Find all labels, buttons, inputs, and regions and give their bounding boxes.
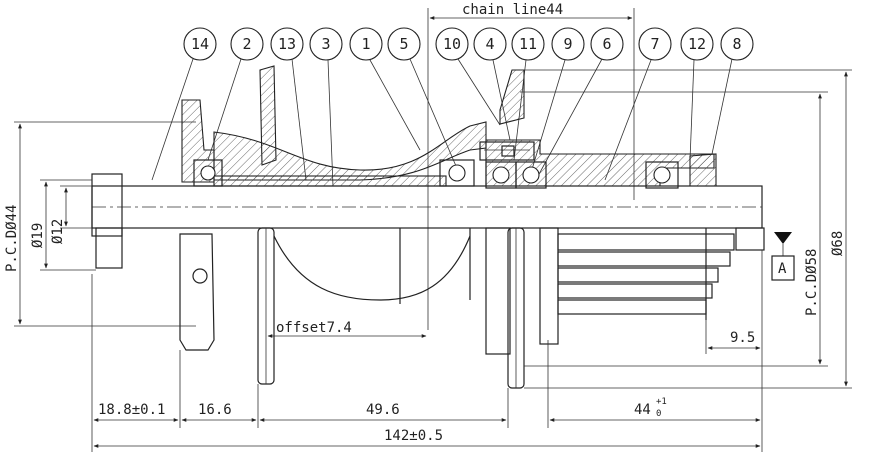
bottom-dimensions: 18.8±0.1 16.6 49.6 44 +1 0 142±0.5 (91, 274, 763, 452)
svg-text:8: 8 (732, 35, 741, 53)
svg-text:Ø68: Ø68 (830, 231, 846, 256)
bearing-left (193, 159, 223, 187)
bearing-right (645, 161, 679, 189)
balloon-3: 3 (309, 27, 343, 61)
svg-text:4: 4 (485, 35, 494, 53)
balloon-12: 12 (680, 27, 714, 61)
bearing-mid (439, 159, 475, 187)
balloon-13: 13 (270, 27, 304, 61)
svg-text:9: 9 (563, 35, 572, 53)
right-dimensions: P.C.DØ58 Ø68 A 9.5 (520, 69, 852, 389)
chain-line-dimension: chain line44 (427, 2, 635, 330)
balloon-5: 5 (387, 27, 421, 61)
svg-text:2: 2 (242, 35, 251, 53)
svg-text:Ø12: Ø12 (50, 219, 66, 244)
svg-text:3: 3 (321, 35, 330, 53)
svg-text:142±0.5: 142±0.5 (384, 428, 443, 444)
svg-text:Ø19: Ø19 (30, 223, 46, 248)
svg-text:12: 12 (688, 35, 706, 53)
svg-text:10: 10 (443, 35, 461, 53)
svg-text:18.8±0.1: 18.8±0.1 (98, 402, 165, 418)
svg-text:13: 13 (278, 35, 296, 53)
balloon-4: 4 (473, 27, 507, 61)
offset-dimension: offset7.4 (267, 320, 427, 338)
svg-text:1: 1 (361, 35, 370, 53)
bearings (193, 159, 679, 189)
svg-text:44: 44 (634, 402, 651, 418)
left-dimensions: P.C.DØ44 Ø19 Ø12 (4, 121, 196, 327)
balloon-1: 1 (349, 27, 383, 61)
balloon-2: 2 (230, 27, 264, 61)
svg-text:9.5: 9.5 (730, 330, 755, 346)
bearing-freehub-1 (485, 161, 517, 189)
balloon-7: 7 (638, 27, 672, 61)
svg-text:16.6: 16.6 (198, 402, 232, 418)
balloon-11: 11 (511, 27, 545, 61)
hub-shell-section (181, 65, 717, 187)
svg-text:P.C.DØ44: P.C.DØ44 (4, 205, 20, 272)
svg-text:11: 11 (519, 35, 537, 53)
svg-text:offset7.4: offset7.4 (276, 320, 352, 336)
pawl-mechanism (479, 141, 535, 161)
svg-text:5: 5 (399, 35, 408, 53)
svg-text:P.C.DØ58: P.C.DØ58 (804, 249, 820, 316)
balloon-6: 6 (590, 27, 624, 61)
svg-text:chain line44: chain line44 (462, 2, 563, 18)
balloon-callouts: 14 2 13 3 1 5 10 4 11 9 6 7 12 8 (183, 27, 754, 61)
balloon-14: 14 (183, 27, 217, 61)
svg-text:14: 14 (191, 35, 209, 53)
svg-text:+1: +1 (656, 397, 667, 407)
balloon-8: 8 (720, 27, 754, 61)
svg-text:0: 0 (656, 409, 661, 419)
svg-text:7: 7 (650, 35, 659, 53)
svg-text:49.6: 49.6 (366, 402, 400, 418)
bearing-freehub-2 (515, 161, 547, 189)
balloon-9: 9 (551, 27, 585, 61)
svg-text:6: 6 (602, 35, 611, 53)
hub-external-view (179, 227, 735, 389)
svg-text:A: A (778, 261, 787, 277)
balloon-10: 10 (435, 27, 469, 61)
